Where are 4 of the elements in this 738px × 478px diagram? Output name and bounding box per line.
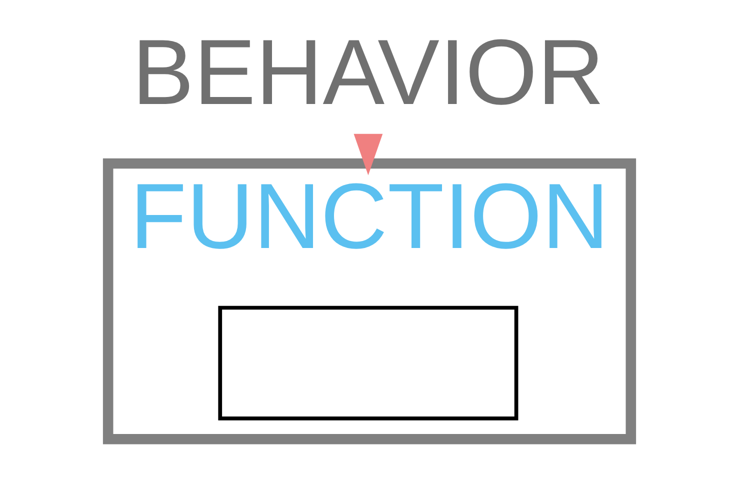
arrow: [353, 133, 382, 175]
cluster: FUNCTION: [102, 158, 636, 444]
node-box: [218, 305, 518, 420]
node-text: BEHAVIOR: [132, 19, 604, 124]
